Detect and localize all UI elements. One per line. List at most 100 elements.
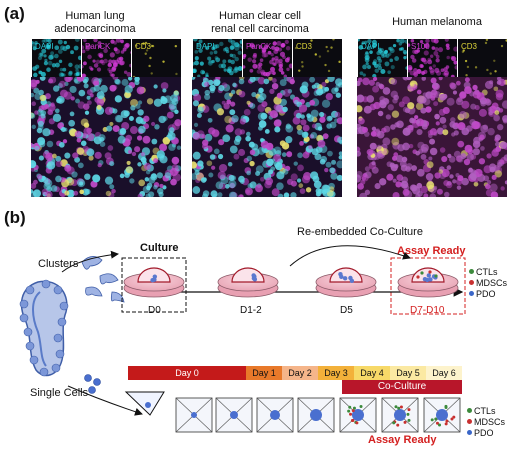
cell-mark	[271, 188, 280, 197]
cell-mark	[428, 156, 433, 161]
cell-mark	[427, 57, 432, 62]
cell-mark	[503, 154, 507, 162]
cell-mark	[450, 74, 455, 77]
cell-mark	[114, 78, 120, 85]
cell-mark	[32, 40, 34, 45]
cell-mark	[216, 108, 225, 116]
cell-mark	[274, 162, 283, 171]
cell-mark	[142, 185, 151, 194]
cell-mark	[362, 64, 367, 70]
cell-mark	[286, 178, 294, 185]
cell-mark	[271, 82, 279, 90]
cell-mark	[98, 78, 103, 83]
cell-mark	[134, 79, 140, 86]
cell-mark	[310, 39, 313, 42]
cell-mark	[78, 89, 86, 97]
cell-mark	[493, 86, 499, 92]
channel-label: CD3	[135, 42, 152, 51]
channel-label: PanCK	[246, 42, 272, 51]
immune-cell-mark	[355, 421, 359, 425]
cell-mark	[484, 80, 494, 89]
cell-mark	[196, 113, 202, 118]
cell-mark	[107, 62, 113, 68]
cell-mark	[93, 85, 101, 92]
cell-mark	[296, 124, 303, 131]
cell-mark	[222, 59, 227, 64]
cell-mark	[192, 100, 199, 107]
cell-mark	[52, 153, 57, 159]
cell-mark	[92, 59, 96, 63]
cell-mark	[423, 193, 429, 197]
cell-mark	[224, 46, 229, 52]
cell-mark	[70, 50, 74, 55]
well-box	[215, 397, 253, 433]
cell-mark	[91, 77, 100, 85]
cluster-fragments	[81, 256, 125, 303]
cell-mark	[369, 103, 377, 111]
cell-mark	[400, 164, 408, 172]
cell-mark	[237, 66, 242, 71]
cell-mark	[464, 77, 470, 83]
channel-label: S100	[411, 42, 430, 51]
cell-mark	[305, 187, 312, 193]
panel-b-label: (b)	[4, 208, 26, 227]
cell-mark	[239, 129, 246, 135]
cell-mark	[57, 39, 63, 45]
cell-mark	[230, 101, 236, 107]
cell-mark	[429, 147, 438, 156]
assay-ready-bottom-label: Assay Ready	[368, 434, 437, 446]
cell-mark	[282, 55, 286, 60]
cell-mark	[50, 54, 55, 60]
cell-mark	[478, 108, 487, 117]
cell-mark	[313, 180, 322, 189]
cell-mark	[372, 59, 378, 64]
cell-mark	[301, 61, 304, 64]
cell-mark	[270, 158, 276, 163]
cell-mark	[224, 183, 230, 189]
cell-mark	[125, 91, 132, 98]
cell-mark	[265, 142, 274, 151]
day-3-cell: Day 3	[318, 366, 354, 380]
cell-mark	[200, 177, 207, 183]
cell-mark	[392, 141, 400, 150]
cell-mark	[298, 183, 304, 188]
cell-mark	[359, 71, 364, 76]
cell-mark	[111, 67, 117, 72]
channel-panel: DAPI	[192, 38, 243, 78]
cell-mark	[204, 81, 210, 87]
cell-mark	[256, 69, 262, 74]
cell-mark	[370, 130, 377, 137]
cell-mark	[90, 67, 94, 71]
cell-mark	[80, 118, 89, 127]
cell-mark	[488, 111, 493, 116]
cell-mark	[297, 152, 303, 159]
cell-mark	[464, 144, 473, 153]
cell-mark	[217, 153, 224, 160]
cell-mark	[93, 136, 102, 145]
cell-mark	[425, 39, 430, 44]
cell-mark	[285, 136, 293, 144]
channel-texture	[193, 39, 242, 77]
cell-mark	[331, 110, 339, 118]
cell-mark	[229, 53, 233, 58]
cell-mark	[379, 99, 385, 106]
cell-mark	[97, 53, 102, 57]
cell-mark	[331, 159, 337, 165]
cell-mark	[324, 86, 330, 92]
cell-mark	[441, 169, 450, 178]
cell-mark	[46, 161, 56, 170]
cell-mark	[257, 77, 266, 85]
cell-mark	[245, 189, 251, 194]
well-box	[339, 397, 377, 433]
cell-mark	[204, 89, 211, 96]
cell-mark	[228, 191, 237, 197]
channel-texture	[243, 39, 292, 77]
organoid-mark	[352, 409, 364, 421]
cell-mark	[227, 162, 233, 167]
cell-mark	[142, 42, 145, 45]
cell-mark	[197, 74, 201, 77]
cell-mark	[322, 133, 329, 140]
cell-mark	[86, 148, 95, 157]
cell-mark	[247, 57, 252, 62]
cell-mark	[93, 39, 98, 43]
